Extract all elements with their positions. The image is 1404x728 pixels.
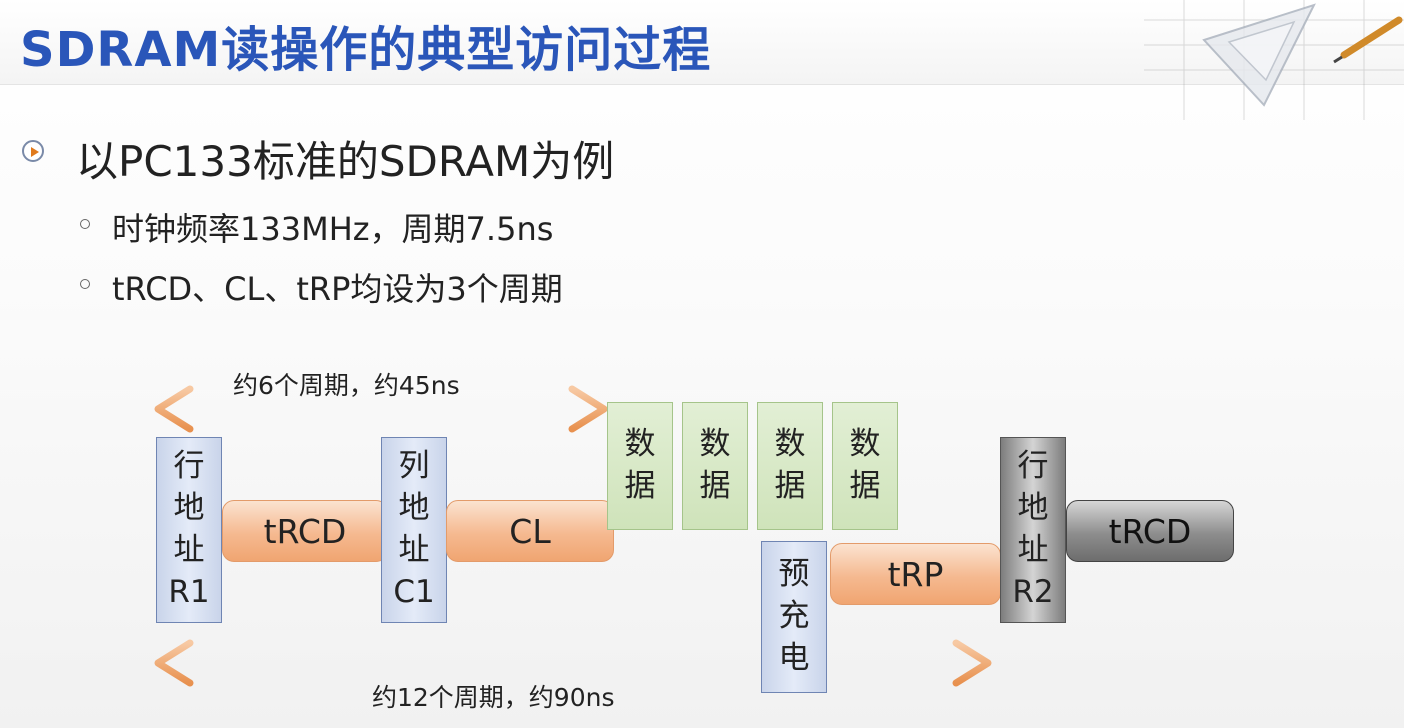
box-char: 址 [173,532,205,568]
bottom-arrow-label: 约12个周期，约90ns [372,683,615,712]
precharge-box: 预 充 电 [761,541,827,693]
box-char: 地 [398,490,430,527]
twelve-cycle-arrow [154,639,992,687]
box-char: 地 [1017,490,1049,527]
sub-bullet-clock: 时钟频率133MHz，周期7.5ns [112,210,554,248]
cl-pill: CL [446,500,614,562]
row-address-r2-box: 行 地 址 R2 [1000,437,1066,623]
sub-bullet-timing: tRCD、CL、tRP均设为3个周期 [112,270,563,308]
box-char: 数 [849,426,881,463]
box-char: 址 [398,532,430,568]
row-address-r1-box: 行 地 址 R1 [156,437,222,623]
data-box-1: 数 据 [607,402,673,530]
column-address-c1-box: 列 地 址 C1 [381,437,447,623]
title-bar: SDRAM读操作的典型访问过程 [0,0,1404,120]
main-bullet: 以PC133标准的SDRAM为例 [76,137,615,186]
play-bullet-icon [22,140,44,162]
box-char: 数 [624,426,656,463]
box-char: C1 [393,573,435,610]
box-char: 行 [173,448,205,485]
box-char: 据 [624,468,656,504]
slide-title: SDRAM读操作的典型访问过程 [20,22,712,78]
trp-pill: tRP [830,543,1001,605]
top-arrow-label: 约6个周期，约45ns [233,371,460,400]
six-cycle-arrow [154,385,608,433]
box-char: 电 [778,639,810,676]
box-char: 数 [699,426,731,463]
data-box-2: 数 据 [682,402,748,530]
box-char: 充 [778,598,810,635]
box-char: 预 [778,556,810,593]
box-char: 据 [774,468,806,504]
trcd-pill: tRCD [222,500,388,562]
box-char: 数 [774,426,806,463]
trcd-next-label: tRCD [1108,511,1192,551]
data-box-4: 数 据 [832,402,898,530]
box-char: R1 [168,573,210,610]
trp-label: tRP [887,554,944,594]
data-box-3: 数 据 [757,402,823,530]
box-char: 列 [398,448,430,485]
sub-bullet-dot [80,219,90,229]
sub-bullet-dot [80,279,90,289]
cl-label: CL [509,511,551,551]
box-char: 据 [849,468,881,504]
box-char: 行 [1017,448,1049,485]
drafting-tools-decoration [1144,0,1404,120]
trcd-label: tRCD [263,511,347,551]
box-char: 地 [173,490,205,527]
box-char: 据 [699,468,731,504]
box-char: 址 [1017,532,1049,568]
trcd-next-pill: tRCD [1066,500,1234,562]
box-char: R2 [1012,573,1054,610]
